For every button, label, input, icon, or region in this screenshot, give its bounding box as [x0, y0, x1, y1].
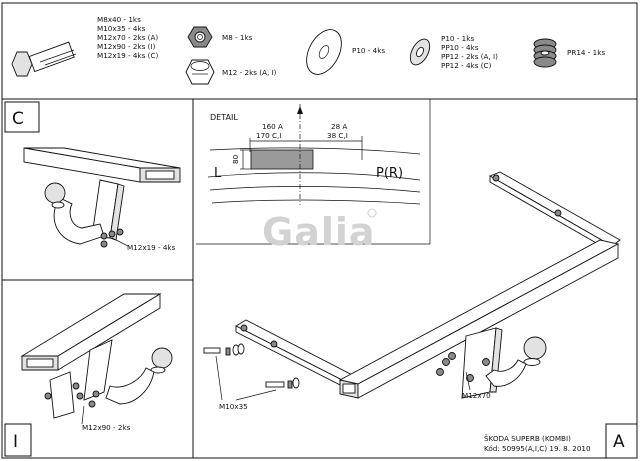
detail-title: DETAIL	[210, 113, 238, 122]
tow-ball-a	[485, 336, 547, 387]
panel-i: I M12x90 - 2ks	[4, 293, 173, 457]
main-crossbar	[338, 239, 620, 399]
footer-code: Kód: 50995(A,I,C) 19. 8. 2010	[484, 444, 591, 453]
tow-ball-i	[105, 347, 173, 405]
detail-left-dim-top: 160 A	[262, 122, 283, 131]
washer-list: P10 - 1ks PP10 - 4ks PP12 - 2ks (A, I) P…	[441, 34, 498, 70]
tow-ball-c	[44, 182, 105, 245]
nut-m12-icon	[185, 59, 215, 85]
bolt-icon	[11, 41, 77, 77]
panel-c-label: C	[12, 109, 24, 129]
bolt-line-3: M12x70 - 2ks (A)	[97, 33, 158, 42]
detail-height-dim: 80	[231, 154, 240, 164]
detail-right-dim-top: 28 A	[331, 122, 347, 131]
panel-c-callout: M12x19 - 4ks	[127, 243, 176, 252]
registered-mark-icon	[367, 208, 377, 218]
detail-left-side: L	[214, 166, 222, 181]
washer-large-label: P10 - 4ks	[352, 46, 385, 55]
bolt-line-2: M10x35 - 4ks	[97, 24, 146, 33]
panel-i-label: I	[13, 432, 18, 452]
detail-right-dim-bottom: 38 C,I	[327, 131, 348, 140]
mounting-plate-i	[49, 339, 113, 419]
washer-line-4: PP12 - 4ks (C)	[441, 61, 492, 70]
bolt-line-4: M12x90 - 2ks (I)	[97, 42, 156, 51]
mounting-plate-c	[91, 179, 125, 241]
bolts-i	[44, 382, 100, 408]
bolt-list: M8x40 - 1ks M10x35 - 4ks M12x70 - 2ks (A…	[97, 15, 158, 60]
panel-a: M10x35 M12x70 A	[203, 171, 638, 459]
panel-a-main-callout: M12x70	[462, 391, 491, 400]
bolt-line-1: M8x40 - 1ks	[97, 15, 141, 24]
panel-a-bolt-callout: M10x35	[219, 402, 248, 411]
bolt-line-5: M12x19 - 4ks (C)	[97, 51, 158, 60]
loose-bolts-a	[203, 343, 300, 389]
panel-a-label: A	[613, 432, 625, 452]
washer-line-1: P10 - 1ks	[441, 34, 474, 43]
washer-small-icon	[409, 38, 431, 66]
crossbar-section-i	[20, 293, 162, 371]
galia-watermark: Galia	[262, 210, 376, 254]
nut-m8-label: M8 - 1ks	[222, 33, 253, 42]
spring-washer-icon	[533, 38, 557, 68]
detail-right-side: P(R)	[376, 166, 403, 181]
washer-line-3: PP12 - 2ks (A, I)	[441, 52, 498, 61]
spring-washer-label: PR14 - 1ks	[567, 48, 605, 57]
washer-line-2: PP10 - 4ks	[441, 43, 479, 52]
mounting-plate-a	[461, 327, 503, 399]
panel-i-callout: M12x90 - 2ks	[82, 423, 131, 432]
bolts-c	[100, 228, 124, 248]
detail-left-dim-bottom: 170 C,I	[256, 131, 281, 140]
washer-large-icon	[306, 29, 342, 75]
bolts-a	[436, 352, 490, 382]
footer-model: ŠKODA SUPERB (KOMBI)	[484, 434, 571, 443]
nut-m12-label: M12 - 2ks (A, I)	[222, 68, 277, 77]
detail-view: DETAIL 160 A 170 C,I 28 A 38 C,I 80 L P(…	[196, 99, 431, 245]
nut-m8-icon	[187, 26, 213, 48]
crossbar-section-c	[23, 147, 181, 183]
panel-c: C M12x19 - 4ks	[4, 101, 181, 252]
